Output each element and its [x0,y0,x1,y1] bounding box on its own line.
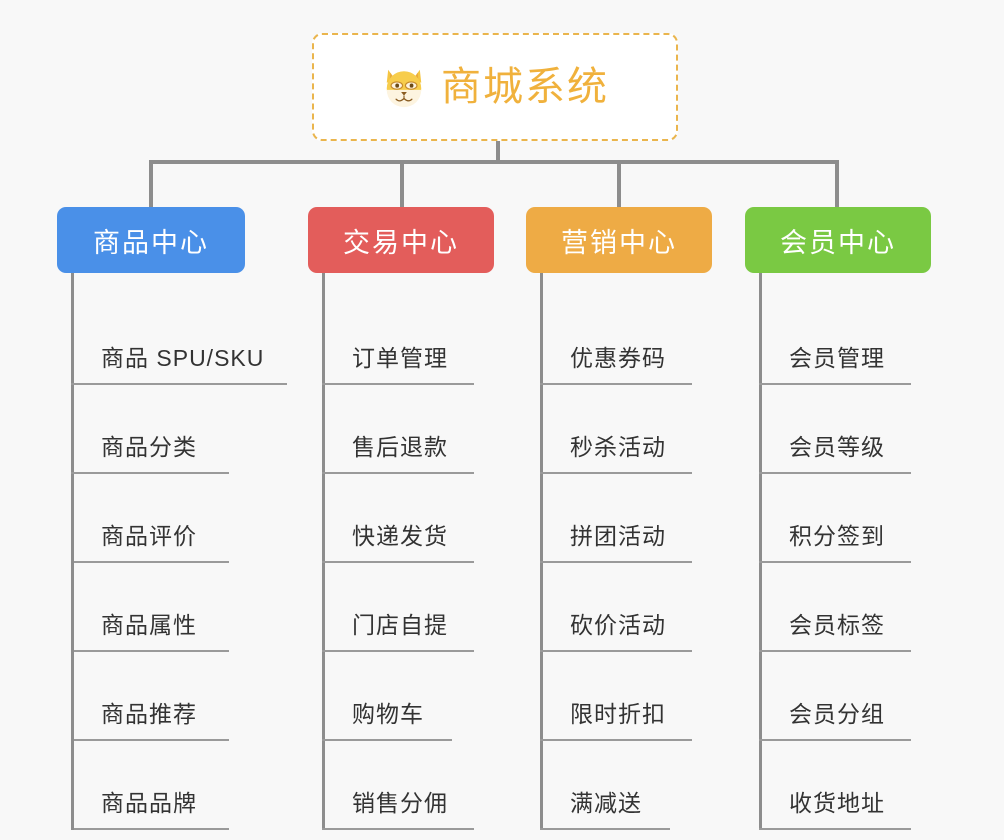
leaf-item[interactable]: 售后退款 [322,385,474,474]
category-header-label: 交易中心 [343,227,459,258]
leaf-underline [322,739,452,741]
category-header-trade-center[interactable]: 交易中心 [308,207,494,273]
category-header-marketing-center[interactable]: 营销中心 [526,207,712,273]
leaf-label: 售后退款 [352,434,448,460]
leaf-label: 商品 SPU/SKU [101,345,265,371]
leaf-item[interactable]: 购物车 [322,652,452,741]
leaf-underline [322,650,474,652]
root-stem-connector [496,141,500,164]
column-trunk-line [759,273,762,830]
leaf-item[interactable]: 商品推荐 [71,652,229,741]
leaf-label: 购物车 [352,701,424,727]
leaf-underline [71,650,229,652]
leaf-underline [322,828,474,830]
leaf-item[interactable]: 商品品牌 [71,741,229,830]
leaf-item[interactable]: 会员等级 [759,385,911,474]
column-trunk-line [71,273,74,500]
drop-connector-3 [617,160,621,207]
leaf-label: 商品属性 [101,612,197,638]
leaf-label: 商品评价 [101,523,197,549]
leaf-underline [759,650,911,652]
leaf-underline [71,472,229,474]
category-header-member-center[interactable]: 会员中心 [745,207,931,273]
leaf-item[interactable]: 会员管理 [759,296,911,385]
leaf-underline [71,383,287,385]
drop-connector-1 [149,160,153,207]
leaf-item[interactable]: 优惠券码 [540,296,692,385]
leaf-underline [759,828,911,830]
leaf-item[interactable]: 商品分类 [71,385,229,474]
leaf-underline [759,561,911,563]
leaf-label: 砍价活动 [570,612,666,638]
leaf-item[interactable]: 积分签到 [759,474,911,563]
leaf-underline [540,828,670,830]
leaf-item[interactable]: 限时折扣 [540,652,692,741]
leaf-item[interactable]: 会员标签 [759,563,911,652]
leaf-underline [540,383,692,385]
leaf-label: 拼团活动 [570,523,666,549]
dog-face-icon [381,64,427,110]
leaf-item[interactable]: 拼团活动 [540,474,692,563]
horizontal-bus-connector [149,160,839,164]
column-trunk-line-lower [71,500,74,830]
category-header-label: 商品中心 [93,227,209,258]
leaf-label: 商品分类 [101,434,197,460]
leaf-underline [759,472,911,474]
category-header-product-center[interactable]: 商品中心 [57,207,245,273]
leaf-underline [540,650,692,652]
leaf-item[interactable]: 订单管理 [322,296,474,385]
leaf-underline [322,472,474,474]
leaf-underline [759,383,911,385]
leaf-underline [71,739,229,741]
leaf-label: 销售分佣 [352,790,448,816]
leaf-label: 限时折扣 [570,701,666,727]
leaf-item[interactable]: 快递发货 [322,474,474,563]
leaf-label: 会员标签 [789,612,885,638]
leaf-label: 优惠券码 [570,345,666,371]
leaf-item[interactable]: 销售分佣 [322,741,474,830]
leaf-label: 快递发货 [352,523,448,549]
leaf-label: 秒杀活动 [570,434,666,460]
leaf-item[interactable]: 商品评价 [71,474,229,563]
category-header-label: 会员中心 [780,227,896,258]
leaf-item[interactable]: 满减送 [540,741,670,830]
leaf-underline [71,561,229,563]
category-header-label: 营销中心 [561,227,677,258]
leaf-underline [71,828,229,830]
leaf-item[interactable]: 商品属性 [71,563,229,652]
leaf-item[interactable]: 秒杀活动 [540,385,692,474]
leaf-label: 满减送 [570,790,642,816]
leaf-label: 积分签到 [789,523,885,549]
leaf-underline [540,739,692,741]
leaf-underline [540,472,692,474]
leaf-label: 会员管理 [789,345,885,371]
leaf-item[interactable]: 商品 SPU/SKU [71,296,287,385]
leaf-item[interactable]: 会员分组 [759,652,911,741]
leaf-label: 会员等级 [789,434,885,460]
leaf-item[interactable]: 砍价活动 [540,563,692,652]
leaf-label: 订单管理 [352,345,448,371]
leaf-label: 商品品牌 [101,790,197,816]
root-title: 商城系统 [441,65,609,109]
leaf-label: 会员分组 [789,701,885,727]
drop-connector-4 [835,160,839,207]
leaf-label: 商品推荐 [101,701,197,727]
drop-connector-2 [400,160,404,207]
leaf-underline [759,739,911,741]
leaf-underline [322,561,474,563]
column-trunk-line [540,273,543,830]
leaf-label: 门店自提 [352,612,448,638]
leaf-item[interactable]: 门店自提 [322,563,474,652]
leaf-underline [540,561,692,563]
leaf-label: 收货地址 [789,790,885,816]
root-node[interactable]: 商城系统 [312,33,678,141]
leaf-underline [322,383,474,385]
column-trunk-line [322,273,325,830]
leaf-item[interactable]: 收货地址 [759,741,911,830]
